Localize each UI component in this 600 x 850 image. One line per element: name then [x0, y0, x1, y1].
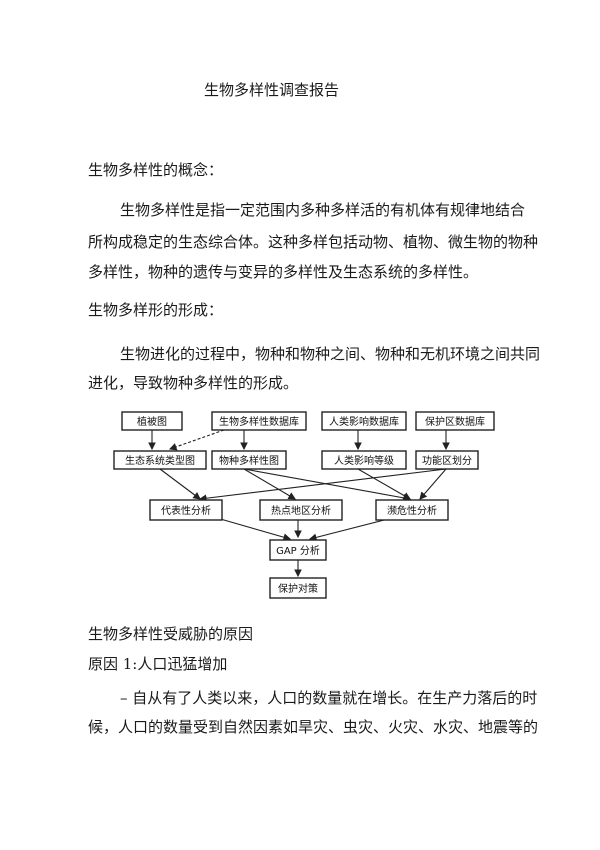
flow-node-gap-analysis: GAP 分析	[269, 539, 327, 561]
flow-node-functional-zoning: 功能区划分	[415, 450, 479, 470]
paragraph-line: 多样性，物种的遗传与变异的多样性及生态系统的多样性。	[88, 263, 479, 281]
flow-node-human-impact-db: 人类影响数据库	[321, 411, 407, 431]
svg-text:热点地区分析: 热点地区分析	[271, 504, 331, 517]
paragraph-line: 进化，导致物种多样性的形成。	[88, 374, 299, 392]
flow-node-biodiversity-db: 生物多样性数据库	[211, 411, 307, 431]
paragraph-line: 候，人口的数量受到自然因素如旱灾、虫灾、火灾、水灾、地震等的	[88, 718, 539, 736]
flow-node-endangerment-analysis: 濒危性分析	[375, 499, 449, 521]
section-heading-concept: 生物多样性的概念：	[88, 161, 224, 179]
svg-text:生态系统类型图: 生态系统类型图	[125, 454, 195, 467]
paragraph-line: – 自从有了人类以来，人口的数量就在增长。在生产力落后的时	[120, 689, 538, 707]
flow-node-human-impact-level: 人类影响等级	[321, 450, 407, 470]
svg-text:植被图: 植被图	[137, 415, 167, 428]
paragraph-line: 生物进化的过程中，物种和物种之间、物种和无机环境之间共同	[120, 345, 541, 363]
svg-text:保护区数据库: 保护区数据库	[425, 415, 485, 428]
svg-text:人类影响等级: 人类影响等级	[334, 454, 394, 467]
svg-text:物种多样性图: 物种多样性图	[219, 454, 279, 467]
svg-text:功能区划分: 功能区划分	[422, 454, 472, 467]
paragraph-line: 所构成稳定的生态综合体。这种多样包括动物、植物、微生物的物种	[88, 233, 539, 251]
flow-node-protection-strategy: 保护对策	[269, 577, 327, 599]
svg-text:GAP 分析: GAP 分析	[276, 544, 320, 557]
flow-node-protected-area-db: 保护区数据库	[415, 411, 495, 431]
section-heading-formation: 生物多样形的形成：	[88, 301, 224, 319]
flow-node-hotspot-analysis: 热点地区分析	[259, 499, 343, 521]
svg-text:生物多样性数据库: 生物多样性数据库	[219, 415, 299, 428]
flowchart-diagram: 植被图 生物多样性数据库 人类影响数据库 保护区数据库 生态系统类型图 物种	[110, 403, 502, 603]
svg-text:代表性分析: 代表性分析	[161, 504, 211, 517]
flowchart-edges	[148, 429, 450, 578]
flow-node-representativeness-analysis: 代表性分析	[149, 499, 223, 521]
reason-heading: 原因 1:人口迅猛增加	[88, 655, 228, 673]
svg-text:人类影响数据库: 人类影响数据库	[329, 415, 399, 428]
section-heading-threats: 生物多样性受威胁的原因	[88, 625, 254, 643]
svg-text:濒危性分析: 濒危性分析	[387, 504, 437, 517]
flow-node-ecosystem-map: 生态系统类型图	[113, 450, 207, 470]
flow-node-species-diversity-map: 物种多样性图	[211, 450, 287, 470]
paragraph-line: 生物多样性是指一定范围内多种多样活的有机体有规律地结合	[120, 201, 526, 219]
document-title: 生物多样性调查报告	[204, 81, 340, 99]
flow-node-vegetation-map: 植被图	[121, 411, 183, 431]
svg-text:保护对策: 保护对策	[278, 582, 318, 595]
